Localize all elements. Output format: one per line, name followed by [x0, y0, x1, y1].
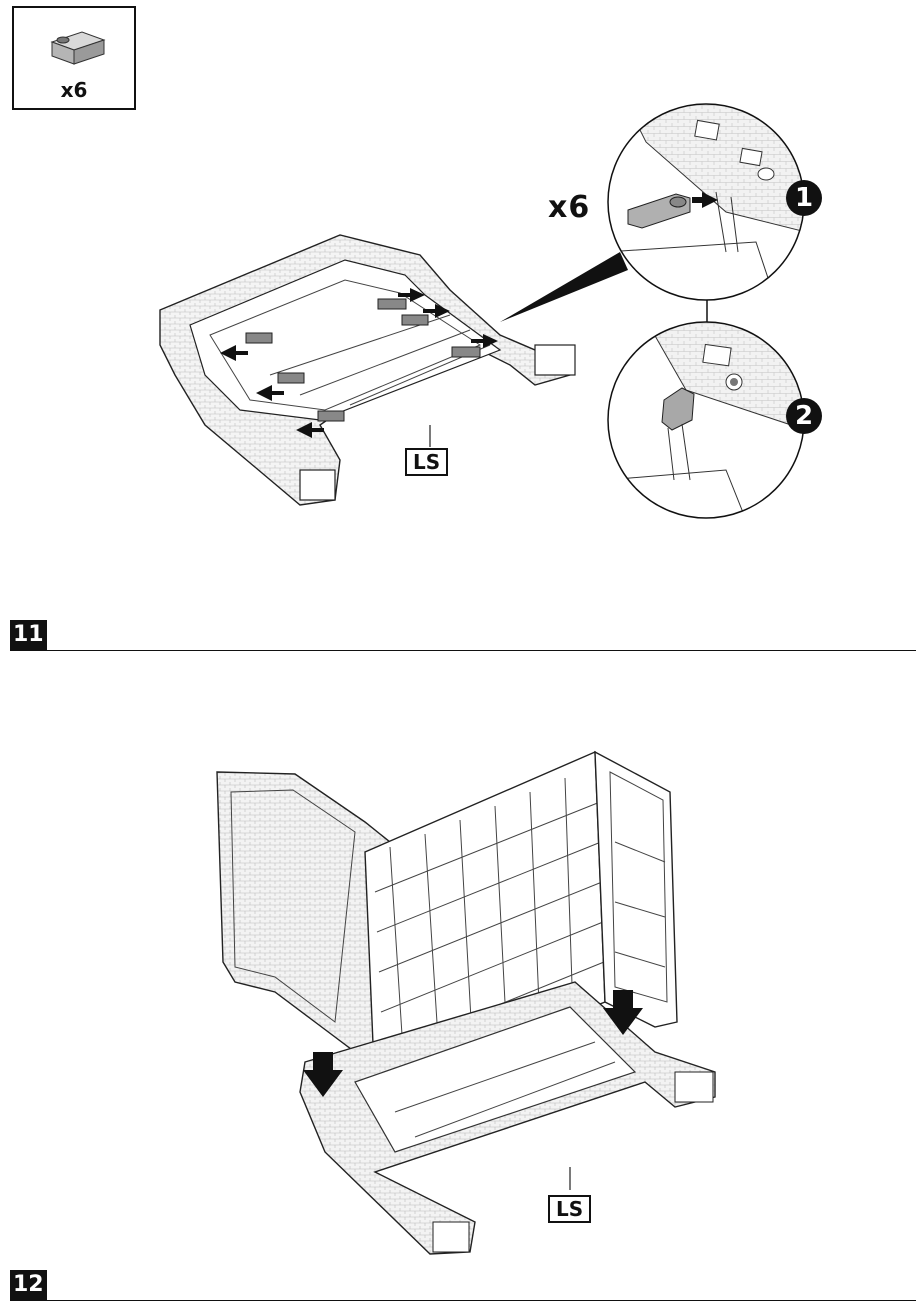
ls-tag-lower: LS: [548, 1195, 591, 1223]
ls-tag-upper: LS: [405, 448, 448, 476]
detail-1-number: 1: [786, 180, 822, 216]
step-number-11: 11: [10, 620, 47, 650]
connector-clip-icon: [48, 28, 108, 68]
detail-circle-2: [606, 320, 806, 520]
part-box: x6: [12, 6, 136, 110]
part-quantity: x6: [14, 78, 134, 102]
step-11-divider: [10, 650, 916, 651]
step-number-12: 12: [10, 1270, 47, 1300]
detail-circle-1: [606, 102, 806, 302]
detail-2-number: 2: [786, 398, 822, 434]
chair-assembly-illustration: [215, 752, 720, 1257]
step-12-divider: [10, 1300, 916, 1301]
quantity-label: x6: [548, 190, 590, 225]
